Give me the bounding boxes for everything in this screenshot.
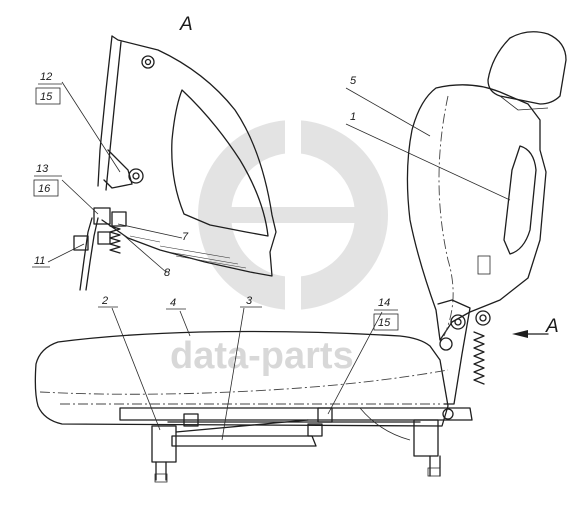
callout-5: 5 [350,75,357,87]
watermark-logo [198,118,388,313]
callout-box-15a: 15 [40,91,53,103]
callout-box-16: 16 [38,183,51,195]
callouts: 12 15 13 16 11 7 8 5 1 2 4 3 14 15 [32,71,399,331]
seat-main-view [34,31,567,483]
callout-1: 1 [350,111,356,123]
watermark-text: data-parts [170,335,354,377]
callout-11: 11 [34,255,45,267]
callout-3: 3 [246,295,253,307]
callout-7: 7 [182,231,189,243]
callout-4: 4 [170,297,176,309]
callout-2: 2 [101,295,108,307]
callout-13: 13 [36,163,49,175]
leader-lines [47,81,511,441]
detail-view-a [73,35,277,291]
callout-14: 14 [378,297,390,309]
view-label-a: A [179,14,193,35]
view-direction-arrow [512,330,549,338]
callout-12: 12 [40,71,52,83]
callout-box-15b: 15 [378,317,391,329]
callout-8: 8 [164,267,171,279]
view-label-a-arrow: A [545,316,559,337]
